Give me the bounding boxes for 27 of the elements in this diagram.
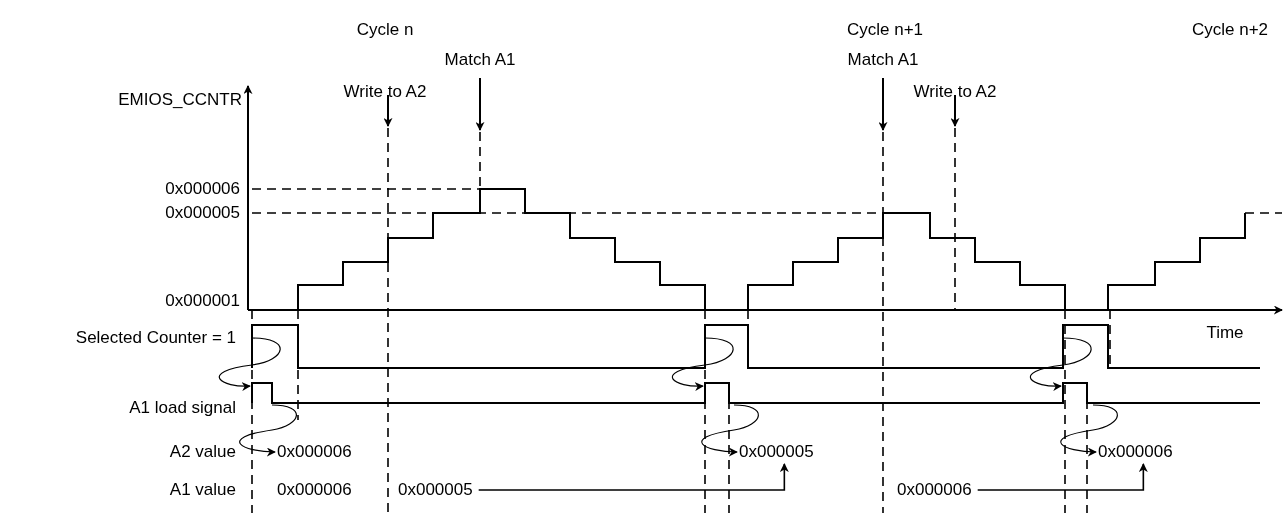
arrow	[477, 463, 789, 491]
value-label: 0x000006	[897, 480, 972, 500]
event-label: Match A1	[847, 50, 919, 70]
arrow	[239, 404, 297, 457]
value-label: 0x000005	[739, 442, 814, 462]
tick-label: 0x000001	[165, 291, 240, 311]
axis-label: EMIOS_CCNTR	[118, 90, 242, 110]
arrow	[976, 463, 1148, 491]
value-label: 0x000005	[398, 480, 473, 500]
event-label: Match A1	[444, 50, 516, 70]
cycle-label: Cycle n+2	[1191, 20, 1269, 40]
arrow	[701, 404, 759, 457]
event-label: Write to A2	[913, 82, 997, 102]
signal-label: Selected Counter = 1	[75, 328, 236, 348]
event-label: Write to A2	[343, 82, 427, 102]
cycle-label: Cycle n	[356, 20, 414, 40]
value-label: 0x000006	[1098, 442, 1173, 462]
signal-label: A2 value	[169, 442, 236, 462]
cycle-label: Cycle n+1	[846, 20, 924, 40]
tick-label: 0x000006	[165, 179, 240, 199]
axis-label: Time	[1206, 323, 1244, 343]
signal-label: A1 value	[169, 480, 236, 500]
tick-label: 0x000005	[165, 203, 240, 223]
value-label: 0x000006	[277, 480, 352, 500]
value-label: 0x000006	[277, 442, 352, 462]
signal-label: A1 load signal	[129, 398, 236, 418]
arrow	[1060, 404, 1118, 457]
